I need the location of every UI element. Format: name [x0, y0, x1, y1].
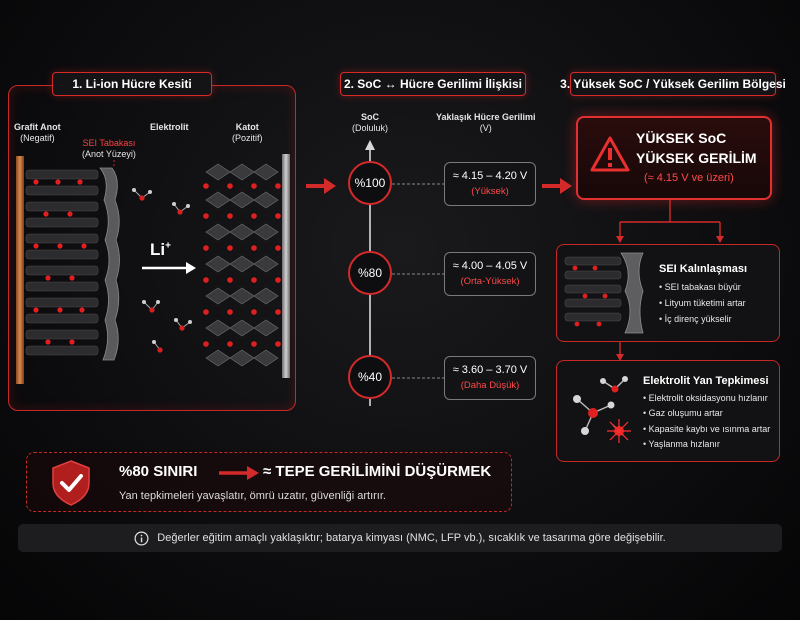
- sei-to-electrolyte-connector: [616, 342, 624, 361]
- sei-thickening-illustration: [564, 252, 644, 334]
- flow-arrow-2: [542, 178, 572, 194]
- soc-level-100: %100: [348, 161, 392, 205]
- footer-note-bar: Değerler eğitim amaçlı yaklaşıktır; bata…: [18, 524, 782, 552]
- limit-arrow: [219, 466, 259, 480]
- electrolyte-effect-title: Elektrolit Yan Tepkimesi: [643, 375, 769, 387]
- list-item: Yaşlanma hızlanır: [643, 439, 720, 449]
- branch-connectors: [616, 200, 724, 243]
- sei-effect-title: SEI Kalınlaşması: [659, 263, 748, 275]
- electrolyte-reaction-illustration: [573, 376, 631, 443]
- list-item: Lityum tüketimi artar: [659, 298, 746, 308]
- electrolyte-effect-bullets: Elektrolit oksidasyonu hızlanır Gaz oluş…: [643, 391, 770, 452]
- anode-current-collector: [16, 156, 24, 384]
- cathode-label: Katot(Pozitif): [232, 122, 263, 144]
- list-item: Gaz oluşumu artar: [643, 408, 723, 418]
- section-2-title: 2. SoC ↔ Hücre Gerilimi İlişkisi: [340, 72, 526, 96]
- voltage-box-80: ≈ 4.00 – 4.05 V(Orta-Yüksek): [444, 252, 536, 296]
- info-icon: [134, 531, 149, 545]
- electrolyte-effect-panel: Elektrolit Yan Tepkimesi Elektrolit oksi…: [556, 360, 780, 462]
- limit-subtext: Yan tepkimeleri yavaşlatır, ömrü uzatır,…: [119, 490, 386, 502]
- flow-arrow-1: [306, 178, 336, 194]
- warning-box: YÜKSEK SoC YÜKSEK GERİLİM (≈ 4.15 V ve ü…: [576, 116, 772, 200]
- list-item: Kapasite kaybı ve ısınma artar: [643, 424, 770, 434]
- warning-line-3: (≈ 4.15 V ve üzeri): [644, 172, 734, 184]
- warning-line-2: YÜKSEK GERİLİM: [636, 150, 757, 166]
- list-item: SEI tabakası büyür: [659, 282, 741, 292]
- voltage-box-100: ≈ 4.15 – 4.20 V(Yüksek): [444, 162, 536, 206]
- voltage-box-40: ≈ 3.60 – 3.70 V(Daha Düşük): [444, 356, 536, 400]
- graphite-layers: [25, 169, 99, 356]
- warning-line-1: YÜKSEK SoC: [636, 130, 727, 146]
- ion-label: Li+: [150, 240, 171, 259]
- sei-label: SEI Tabakası(Anot Yüzeyi): [82, 138, 136, 160]
- shield-check-icon: [52, 460, 90, 506]
- electrolyte-label: Elektrolit: [150, 122, 189, 132]
- sei-layer: [99, 167, 120, 361]
- cathode-lattice: [205, 163, 279, 367]
- cell-illustration: [16, 154, 290, 384]
- section-1-title: 1. Li-ion Hücre Kesiti: [52, 72, 212, 96]
- limit-right-text: ≈ TEPE GERİLİMİNİ DÜŞÜRMEK: [263, 463, 492, 480]
- list-item: İç direnç yükselir: [659, 314, 732, 324]
- limit-left-text: %80 SINIRI: [119, 463, 198, 480]
- sei-effect-bullets: SEI tabakası büyür Lityum tüketimi artar…: [659, 280, 746, 327]
- soc-level-80: %80: [348, 251, 392, 295]
- anode-label: Grafit Anot(Negatif): [14, 122, 61, 144]
- soc-axis-header: SoC(Doluluk): [352, 112, 389, 134]
- lithium-ions-anode: [33, 179, 87, 345]
- warning-icon: [590, 136, 630, 172]
- footer-note-text: Değerler eğitim amaçlı yaklaşıktır; bata…: [157, 532, 666, 544]
- soc-level-40: %40: [348, 355, 392, 399]
- lithium-ions-cathode: [203, 183, 281, 347]
- soc-connectors: [392, 183, 448, 379]
- cathode-current-collector: [282, 154, 290, 378]
- limit-banner: %80 SINIRI ≈ TEPE GERİLİMİNİ DÜŞÜRMEK Ya…: [26, 452, 512, 512]
- list-item: Elektrolit oksidasyonu hızlanır: [643, 393, 768, 403]
- voltage-axis-header: Yaklaşık Hücre Gerilimi(V): [436, 112, 536, 134]
- section-3-title: 3. Yüksek SoC / Yüksek Gerilim Bölgesi: [560, 72, 786, 96]
- sei-effect-panel: SEI Kalınlaşması SEI tabakası büyür Lity…: [556, 244, 780, 342]
